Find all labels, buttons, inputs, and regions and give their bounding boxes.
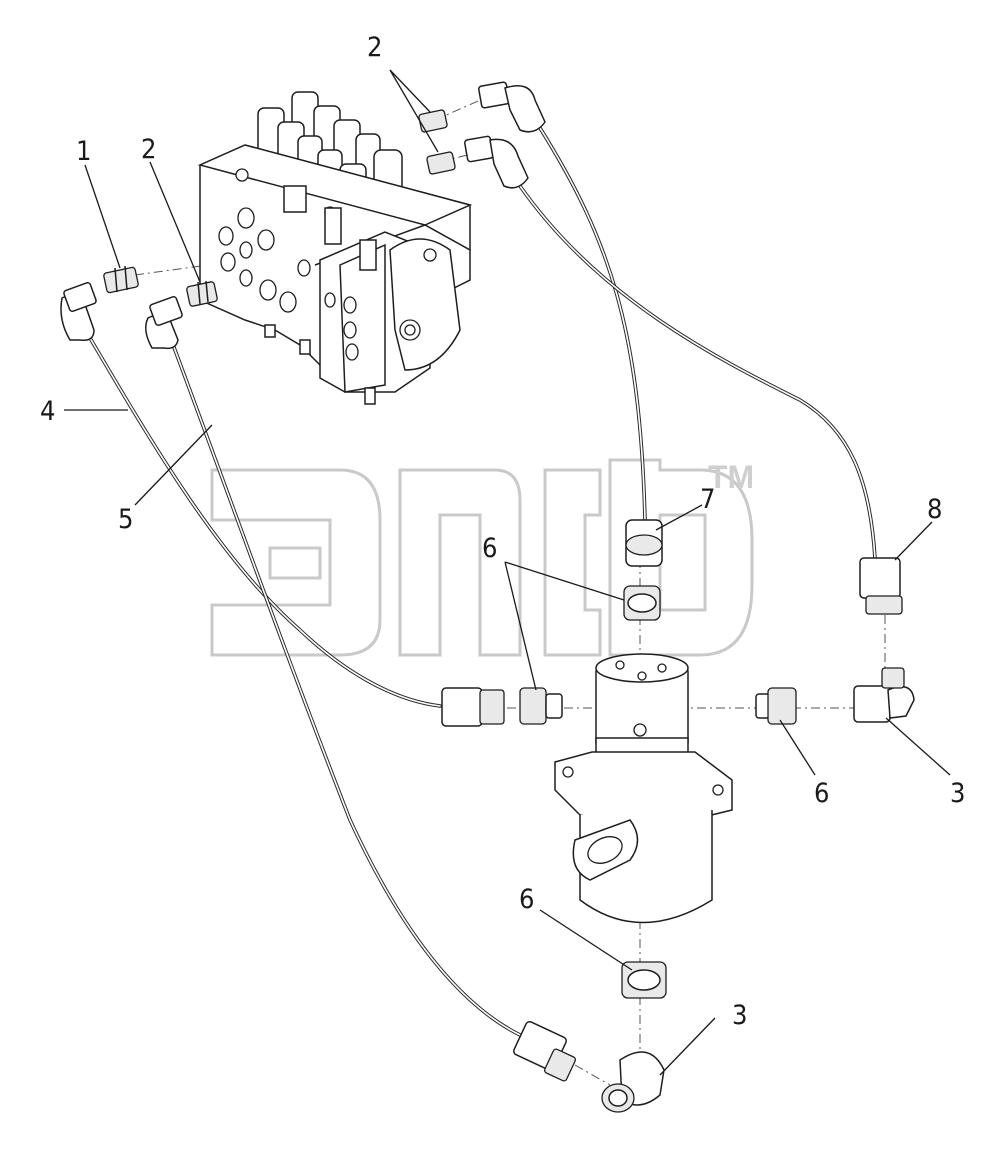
- callout-2-top: 2: [367, 32, 382, 63]
- elbow-fitting-top-upper: [478, 81, 546, 133]
- hose-end-hose-5: [513, 1020, 577, 1082]
- fitting-part-6-top: [623, 585, 661, 621]
- adapter-part-2-top: [418, 109, 456, 175]
- rotary-joint: [554, 653, 733, 924]
- hose-end-part-8: [859, 557, 903, 615]
- fitting-part-6-left: [519, 687, 563, 725]
- adapter-part-1: [103, 265, 139, 294]
- callout-numbers: 1 2 2 4 5 7 6 8 6 3 6 3: [40, 32, 965, 1031]
- elbow-fitting-hose-4: [60, 281, 97, 342]
- callout-3-right: 3: [950, 778, 965, 809]
- fitting-part-6-bottom: [621, 961, 667, 999]
- fitting-part-7: [625, 519, 663, 567]
- fitting-part-6-right: [755, 687, 797, 725]
- callout-3-bottom: 3: [732, 1000, 747, 1031]
- elbow-fitting-hose-5: [145, 295, 183, 350]
- callout-6-top: 6: [482, 533, 497, 564]
- elbow-fitting-part-3-bottom: [601, 1051, 665, 1113]
- callout-6-bottom: 6: [519, 884, 534, 915]
- control-valve-block: [197, 91, 473, 405]
- elbow-fitting-part-3-right: [853, 667, 915, 723]
- hoses: [88, 126, 877, 1037]
- callout-2-left: 2: [141, 134, 156, 165]
- callout-5: 5: [118, 504, 133, 535]
- leader-lines: [64, 69, 951, 1076]
- callout-8: 8: [927, 494, 942, 525]
- callout-1: 1: [76, 136, 91, 167]
- callout-4: 4: [40, 396, 55, 427]
- watermark-trademark: TM: [708, 459, 754, 495]
- adapter-part-2-left: [186, 280, 218, 307]
- callout-7: 7: [700, 484, 715, 515]
- hose-end-hose-4: [441, 687, 505, 727]
- callout-6-right: 6: [814, 778, 829, 809]
- elbow-fitting-top-lower: [464, 135, 529, 189]
